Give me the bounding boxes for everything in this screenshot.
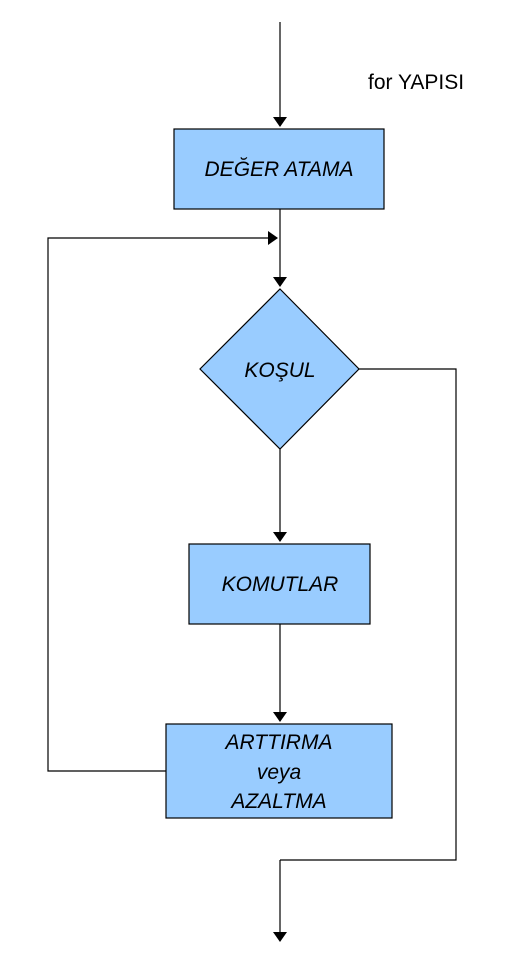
- commands-label: KOMUTLAR: [222, 573, 339, 596]
- init-label: DEĞER ATAMA: [205, 158, 354, 181]
- update-label-line-1: ARTTIRMA: [224, 731, 333, 754]
- diagram-title: for YAPISI: [368, 71, 464, 94]
- update-label-line-3: AZALTMA: [229, 790, 326, 813]
- condition-label: KOŞUL: [244, 359, 315, 382]
- update-label-line-2: veya: [257, 761, 301, 784]
- loop-back-arrow: [47, 231, 278, 772]
- exit-line: [280, 368, 457, 861]
- init-box: [173, 128, 385, 210]
- update-box: [165, 723, 393, 819]
